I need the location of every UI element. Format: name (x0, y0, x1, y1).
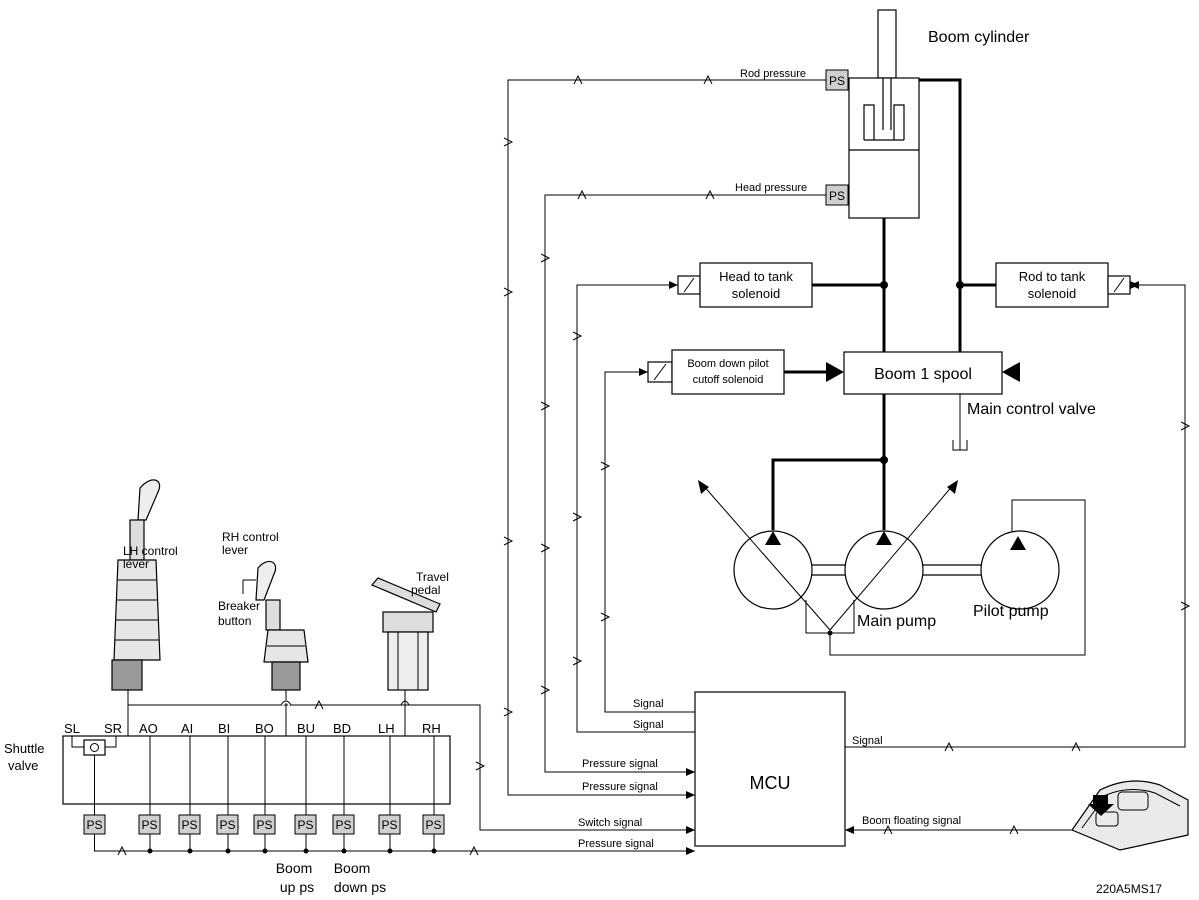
pilot-arrow-right (1002, 362, 1020, 382)
rh-control-lever-label-1: RH control (222, 530, 279, 544)
main-control-valve-label: Main control valve (967, 401, 1096, 418)
port-ao: AO (139, 721, 158, 736)
port-sr: SR (104, 721, 122, 736)
port-rh: RH (422, 721, 441, 736)
signal-label-1: Signal (633, 698, 664, 710)
port-lh: LH (378, 721, 395, 736)
boom-down-ps-label-2: down ps (334, 879, 386, 895)
rod-side-hydraulic-line (919, 78, 962, 355)
port-sl: SL (64, 721, 80, 736)
port-bo: BO (255, 721, 274, 736)
breaker-button-label-1: Breaker (218, 599, 260, 613)
svg-text:PS: PS (256, 818, 272, 832)
rod-pressure-ps-label: PS (829, 74, 845, 88)
rod-pressure-wire (507, 79, 826, 796)
svg-text:PS: PS (381, 818, 397, 832)
svg-text:PS: PS (297, 818, 313, 832)
rh-control-lever-label-2: lever (222, 543, 248, 557)
port-bi: BI (218, 721, 230, 736)
svg-text:PS: PS (86, 818, 102, 832)
junction-rod (956, 281, 964, 289)
lh-control-lever-label-1: LH control (123, 544, 178, 558)
shuttle-valve-label-1: Shuttle (4, 741, 44, 756)
switch-signal-label: Switch signal (578, 817, 642, 829)
figure-code: 220A5MS17 (1096, 882, 1162, 896)
lh-control-lever (111, 479, 161, 691)
port-labels: SL SR AO AI BI BO BU BD LH RH (64, 721, 441, 736)
svg-text:PS: PS (219, 818, 235, 832)
travel-pedal (371, 577, 441, 691)
boom-floating-signal-label: Boom floating signal (862, 815, 961, 827)
head-to-tank-solenoid (699, 262, 813, 308)
head-pressure-wire (544, 194, 826, 773)
head-to-tank-label-2: solenoid (732, 286, 780, 301)
pressure-signal-bus (94, 834, 695, 852)
svg-text:PS: PS (425, 818, 441, 832)
junction-head (880, 281, 888, 289)
rod-to-tank-signal-wire (845, 284, 1186, 748)
svg-text:PS: PS (141, 818, 157, 832)
head-pressure-ps-label: PS (829, 189, 845, 203)
head-to-tank-signal-wire (576, 284, 695, 733)
rod-to-tank-solenoid (995, 262, 1109, 308)
head-to-tank-label-1: Head to tank (719, 269, 793, 284)
boom-1-spool (843, 351, 1003, 395)
rod-pressure-label: Rod pressure (740, 68, 806, 80)
shuttle-valve-label-2: valve (8, 758, 38, 773)
svg-text:PS: PS (181, 818, 197, 832)
boom-down-pilot-signal-wire (604, 371, 695, 713)
boom-up-ps-label-2: up ps (280, 879, 314, 895)
travel-pedal-label-2: pedal (411, 583, 440, 597)
lh-control-lever-label-2: lever (123, 557, 149, 571)
travel-pedal-label-1: Travel (416, 570, 449, 584)
boom-floating-switch (1071, 780, 1189, 851)
pressure-signal-label-1: Pressure signal (582, 758, 658, 770)
signal-right-label: Signal (852, 735, 883, 747)
boom-down-pilot-label-2: cutoff solenoid (693, 374, 764, 386)
pressure-signal-label-3: Pressure signal (578, 838, 654, 850)
boom-cylinder-label: Boom cylinder (928, 29, 1030, 46)
boom-down-pilot-cutoff-solenoid (671, 349, 785, 395)
shuttle-valve-block (62, 735, 451, 805)
ps-sensor-row: PS PS PS PS PS PS PS PS PS (83, 814, 445, 835)
rod-to-tank-label-2: solenoid (1028, 286, 1076, 301)
pilot-pump-label: Pilot pump (973, 603, 1049, 620)
wire-break-marks (117, 74, 1191, 856)
boom-1-spool-label: Boom 1 spool (874, 366, 972, 383)
boom-up-ps-label-1: Boom (276, 860, 313, 876)
boom-cylinder (848, 9, 920, 219)
pressure-signal-label-2: Pressure signal (582, 781, 658, 793)
signal-label-2: Signal (633, 719, 664, 731)
breaker-button-label-2: button (218, 614, 251, 628)
mcu-label: MCU (750, 773, 791, 793)
boom-down-pilot-label-1: Boom down pilot (687, 358, 768, 370)
rh-control-lever (242, 560, 309, 691)
shuttle-check (83, 739, 106, 756)
port-bu: BU (297, 721, 315, 736)
boom-down-ps-label-1: Boom (334, 860, 371, 876)
pilot-pump (980, 530, 1060, 610)
main-pump-label: Main pump (857, 613, 936, 630)
port-ai: AI (181, 721, 193, 736)
pilot-arrow-left (826, 362, 844, 382)
port-bd: BD (333, 721, 351, 736)
tank-symbol (952, 440, 968, 451)
svg-text:PS: PS (335, 818, 351, 832)
mcu (694, 691, 846, 847)
rod-to-tank-label-1: Rod to tank (1019, 269, 1086, 284)
head-pressure-label: Head pressure (735, 182, 807, 194)
